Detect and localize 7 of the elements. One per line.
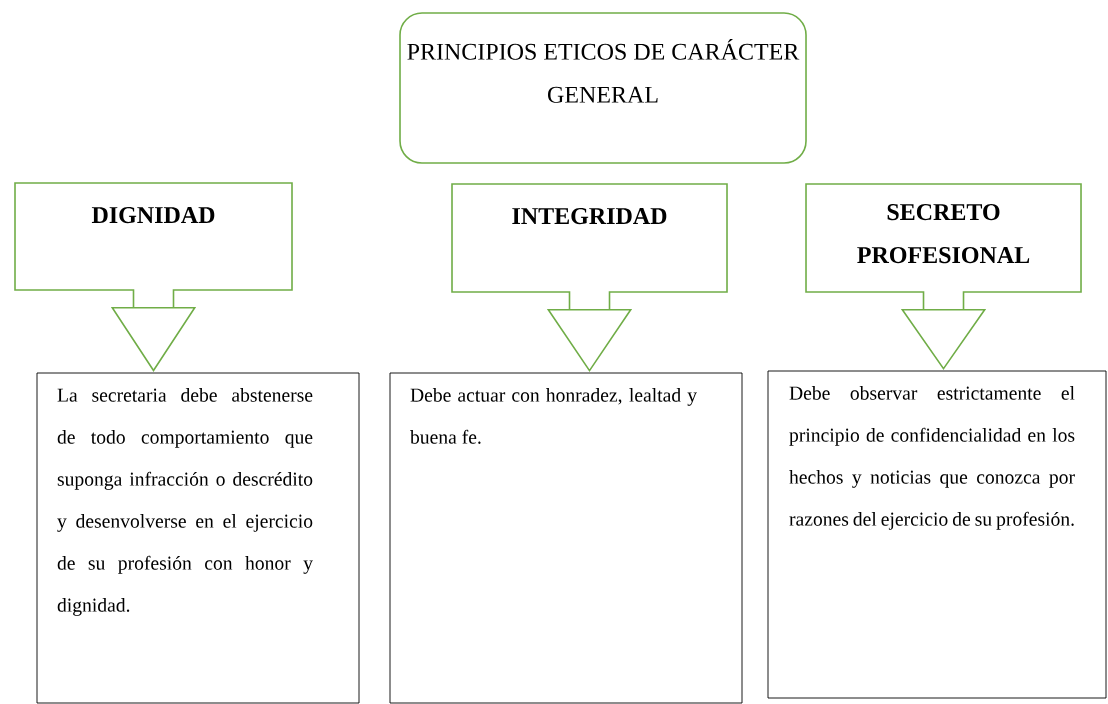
text-box: Debe observar estrictamente el principio de confidencialidad en los hechos y noticias que conozca por razones del ejercicio de su profesión. [767,370,1107,699]
callout-box: INTEGRIDAD [451,183,728,310]
text-box: Debe actuar con honradez, lealtad y buena fe. [389,372,743,704]
callout-box: SECRETO PROFESIONAL [805,183,1082,310]
title-box: PRINCIPIOS ETICOS DE CARÁCTER GENERAL [399,12,807,164]
text-box: La secretaria debe abstenerse de todo comportamiento que suponga infracción o descrédito y desenvolverse en el ejercicio de su profesión con honor y dignidad. [36,372,360,704]
callout-box: DIGNIDAD [14,182,293,308]
